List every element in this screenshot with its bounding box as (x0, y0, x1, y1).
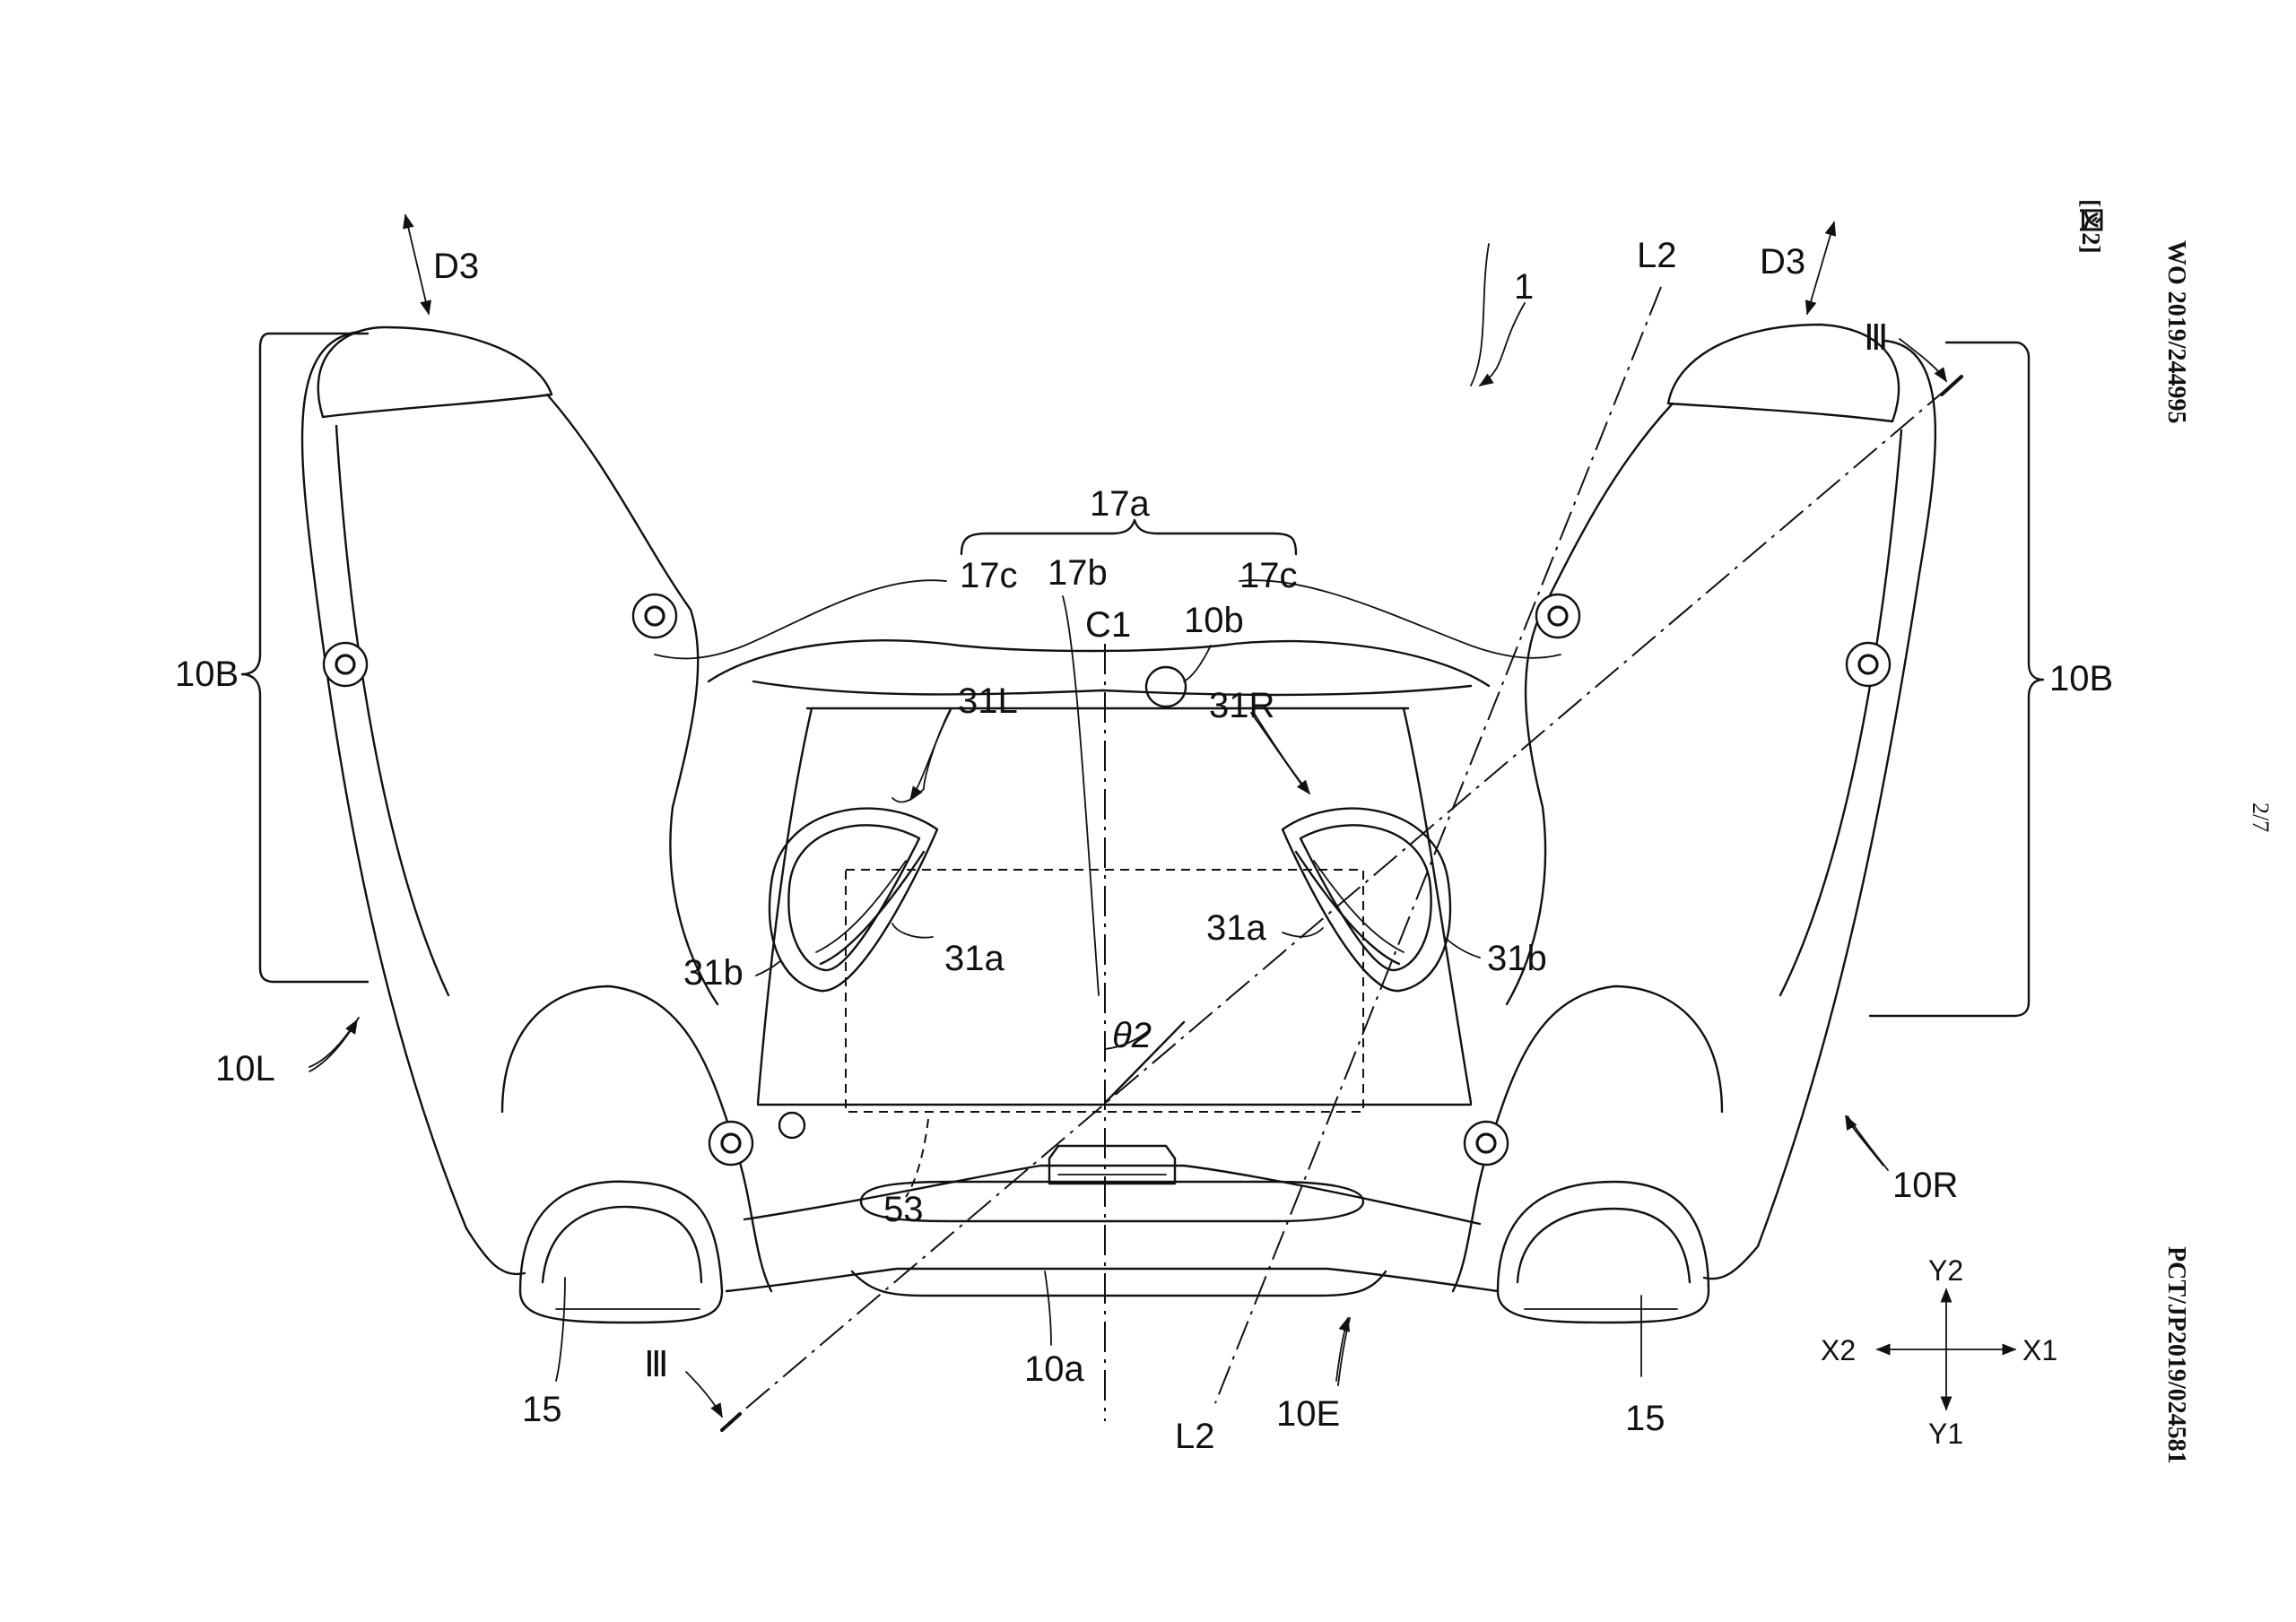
label-D3-left: D3 (433, 247, 479, 286)
axis-label-X2: X2 (1821, 1334, 1856, 1366)
arrow-31L (910, 710, 951, 800)
axis-compass (1877, 1289, 2015, 1409)
label-53: 53 (883, 1190, 924, 1229)
section-line-iii (731, 386, 1951, 1421)
d3-arrow-right (1807, 222, 1834, 314)
label-17b: 17b (1048, 553, 1108, 593)
right-paddle (1283, 809, 1450, 991)
label-15-right: 15 (1625, 1399, 1665, 1438)
bracket-10b-right (1870, 343, 2043, 1016)
label-17a: 17a (1090, 484, 1150, 524)
left-grip-outline (302, 332, 525, 1274)
connector-slot (1058, 1166, 1166, 1175)
publication-number: WO 2019/244995 (2162, 240, 2190, 424)
label-L2-bottom: L2 (1175, 1417, 1215, 1456)
label-10E: 10E (1276, 1394, 1340, 1434)
top-button-10b (1146, 667, 1186, 707)
page-number: 2/7 (2248, 802, 2274, 832)
d3-arrow-left (405, 215, 429, 314)
region-53-leader (906, 1119, 928, 1197)
front-lower-edge (726, 1269, 1498, 1291)
light-bar (861, 1182, 1363, 1221)
section-mark-bottom (722, 1414, 740, 1430)
axis-label-Y1: Y1 (1928, 1418, 1963, 1450)
label-31a-right: 31a (1206, 908, 1266, 948)
screw-right-mid (1847, 643, 1890, 686)
controller-body (302, 325, 1935, 1296)
label-31b-left: 31b (683, 953, 744, 993)
left-grip-inner (336, 426, 448, 995)
label-31b-right: 31b (1487, 939, 1547, 978)
label-17c-left: 17c (960, 556, 1018, 595)
top-edge (709, 640, 1489, 686)
application-number: PCT/JP2019/024581 (2162, 1246, 2190, 1464)
label-D3-right: D3 (1760, 242, 1805, 282)
left-grip-shoulder (547, 395, 718, 1004)
right-trigger (1498, 1182, 1709, 1323)
label-31a-left: 31a (944, 939, 1004, 978)
right-grip-shoulder (1507, 403, 1673, 1004)
label-III-top: Ⅲ (1864, 318, 1889, 358)
screw-left-upper (633, 594, 676, 638)
arrow-10E (1336, 1318, 1348, 1381)
label-10L: 10L (215, 1049, 275, 1089)
label-10b: 10b (1184, 601, 1244, 640)
screw-right-lower (1465, 1122, 1508, 1165)
small-port (779, 1113, 804, 1138)
label-10B-right: 10B (2049, 659, 2113, 698)
left-paddle (770, 809, 937, 991)
label-31L: 31L (958, 681, 1018, 721)
label-III-bottom: Ⅲ (644, 1345, 669, 1384)
arrow-device-1 (1480, 303, 1525, 386)
section-arrow-top (1900, 339, 1946, 381)
screw-left-lower (709, 1122, 752, 1165)
top-edge-rear (753, 681, 1471, 695)
label-15-left: 15 (522, 1390, 562, 1429)
label-theta2: θ2 (1112, 1016, 1152, 1055)
left-trigger (520, 1182, 722, 1323)
right-grip-outline (1704, 341, 1935, 1279)
section-arrow-bottom (686, 1372, 722, 1417)
label-L2-top: L2 (1637, 236, 1677, 275)
bottom-strip (852, 1271, 1386, 1296)
figure-tag: [図2] (2076, 199, 2104, 254)
brace-17a (961, 520, 1296, 554)
label-10a: 10a (1024, 1349, 1084, 1389)
leader-lines (309, 244, 1888, 1385)
left-grip-top-pad (318, 327, 552, 417)
label-10B-left: 10B (175, 655, 239, 694)
axis-label-Y2: Y2 (1928, 1254, 1963, 1287)
body-right-side (1404, 708, 1471, 1103)
body-left-side (758, 708, 812, 1103)
screw-right-upper (1536, 594, 1579, 638)
label-10R: 10R (1892, 1166, 1958, 1205)
label-C1: C1 (1085, 605, 1131, 645)
line-l2 (1215, 287, 1661, 1403)
screw-left-mid (324, 643, 367, 686)
label-31R: 31R (1209, 686, 1274, 725)
axis-label-X1: X1 (2022, 1334, 2057, 1366)
label-17c-right: 17c (1239, 556, 1298, 595)
label-device-1: 1 (1514, 267, 1534, 307)
